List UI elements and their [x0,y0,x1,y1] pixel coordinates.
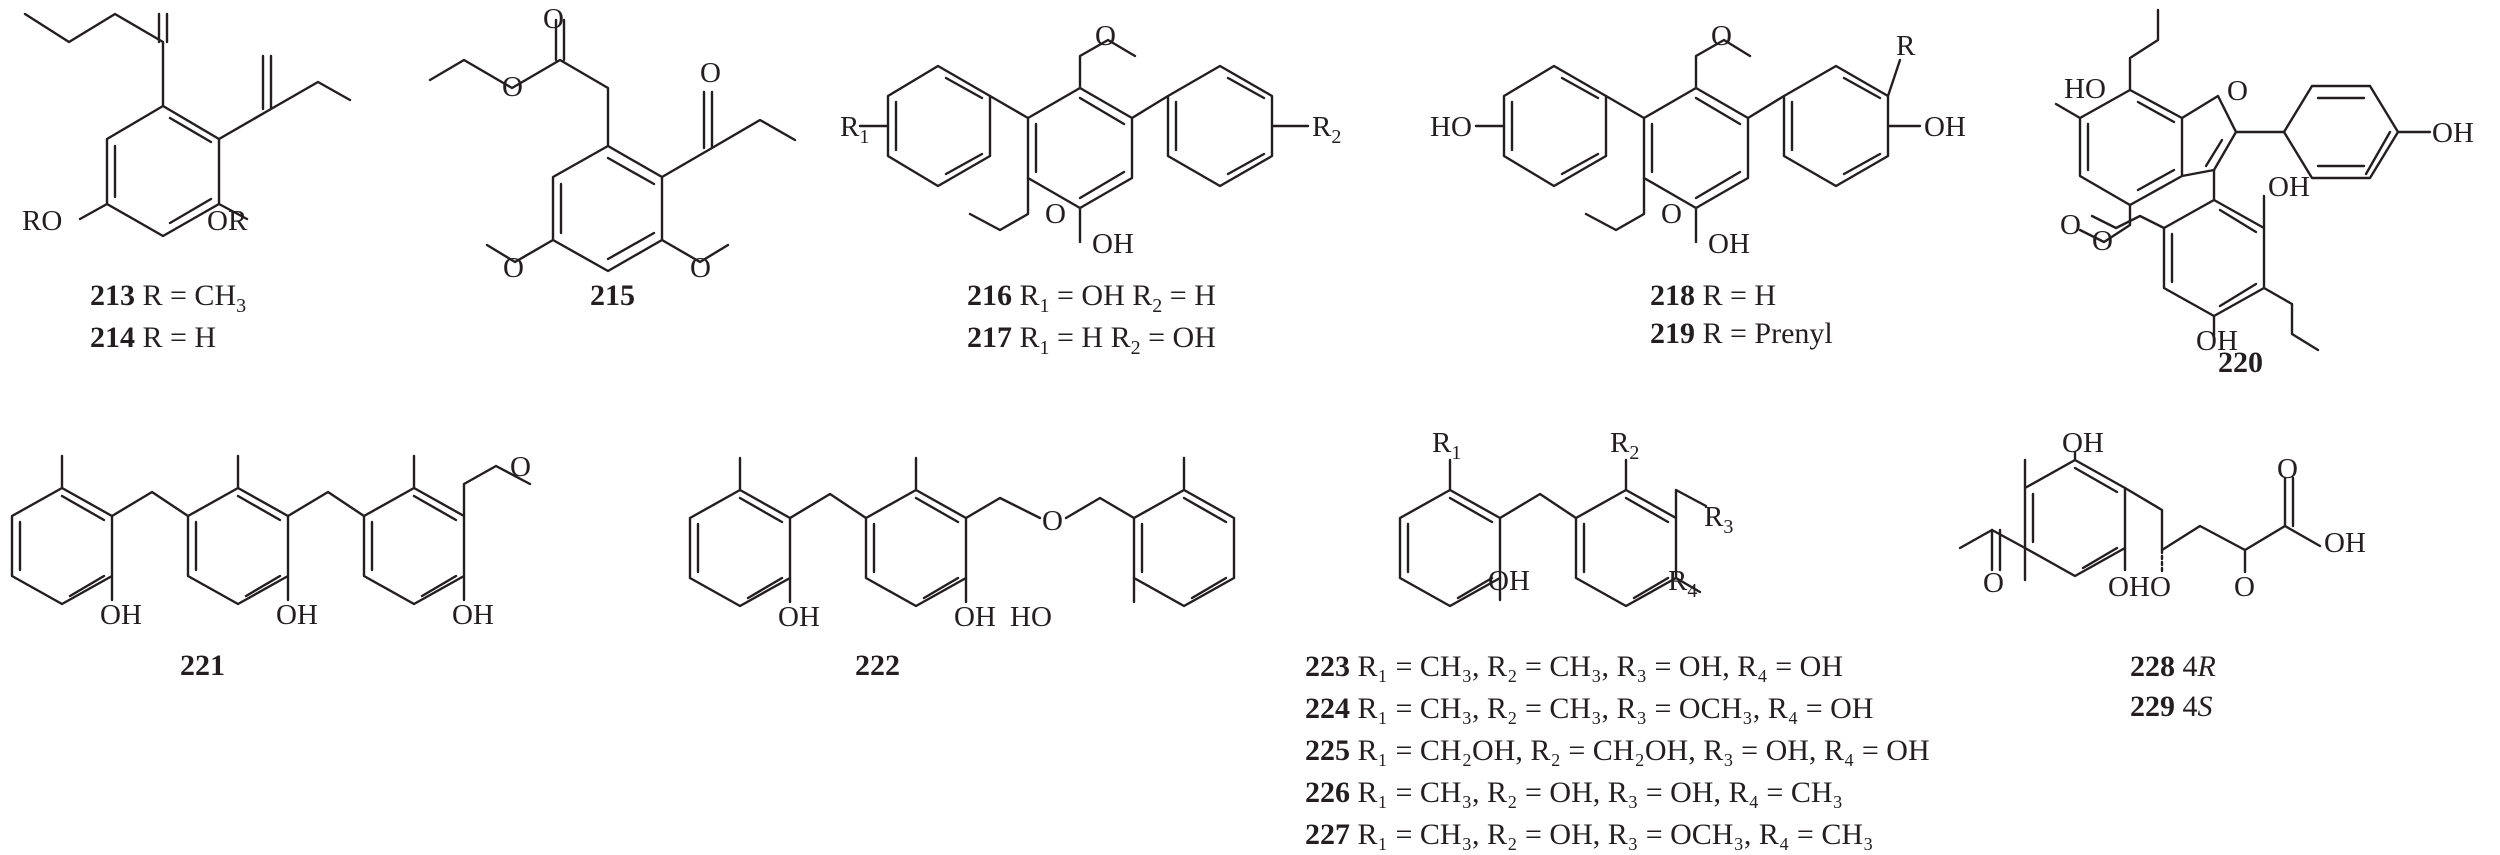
o-221: O [510,451,531,483]
o-carbonyl-215: O [543,3,564,35]
caption-219: 219 R = Prenyl [1650,317,1833,350]
caption-215: 215 [590,279,635,312]
caption-229: 229 4S [2130,690,2213,723]
caption-214: 214 R = H [90,321,216,354]
caption-228: 228 4R [2130,650,2216,683]
structure-222 [688,456,1236,608]
structure-218-219 [1474,38,1922,244]
o-carbonyl-228: O [2277,453,2298,485]
caption-216: 216 R1 = OH R2 = H [967,279,1216,317]
o-methoxy-b-228: O [2234,571,2255,603]
structure-223-227 [1398,458,1708,608]
r3-223: R3 [1704,501,1733,538]
structure-228-229 [1958,450,2322,582]
structure-216-217 [858,38,1310,244]
o-methoxy-top-216: O [1095,20,1116,52]
r4-223: R4 [1668,565,1697,602]
o-ester-215: O [502,71,523,103]
ho-220: HO [2064,73,2106,105]
ho-218: HO [1430,111,1472,143]
oh-221-c: OH [452,599,494,631]
o-ether-222: O [1042,505,1063,537]
r1-223: R1 [1432,427,1461,464]
structure-215 [428,18,797,273]
oh-bottom-228: OH [2108,571,2150,603]
oh-middle-218: OH [1708,228,1750,260]
oh-right-218: OH [1924,111,1966,143]
caption-227: 227 R₁ = CH₃, R₂ = OH, R₃ = OCH₃, R₄ = C… [1305,818,1873,851]
caption-226: 226 R₁ = CH₃, R₂ = OH, R₃ = OH, R₄ = CH₃ [1305,776,1843,809]
oh-223: OH [1488,565,1530,597]
r2-216: R2 [1312,111,1341,148]
r-218: R [1896,30,1916,62]
structure-221 [10,454,532,606]
caption-224: 224 R₁ = CH₃, R₂ = CH₃, R₃ = OCH₃, R₄ = … [1305,692,1873,725]
o-methoxy-a-228: O [2150,571,2171,603]
o-furan-220: O [2227,75,2248,107]
o-methoxy-upper-220: O [2092,225,2113,257]
o-methoxy-bottom-216: O [1045,198,1066,230]
caption-218: 218 R = H [1650,279,1776,312]
oh-acid-228: OH [2324,527,2366,559]
caption-223: 223 R₁ = CH₃, R₂ = CH₃, R₃ = OH, R₄ = OH [1305,650,1843,683]
caption-221: 221 [180,649,225,682]
oh-222-a: OH [778,601,820,633]
structure-220 [2054,8,2432,352]
oh-216: OH [1092,228,1134,260]
oh-upper-220: OH [2268,171,2310,203]
substituent-or: OR [207,205,248,237]
o-methoxy-right-215: O [690,252,711,284]
oh-lower-220: OH [2196,325,2238,357]
caption-222: 222 [855,649,900,682]
oh-222-b: OH [954,601,996,633]
oh-phenol-220: OH [2432,117,2474,149]
oh-top-228: OH [2062,427,2104,459]
caption-220: 220 [2218,346,2263,379]
caption-217: 217 R1 = H R2 = OH [967,321,1216,359]
ho-222: HO [1010,601,1052,633]
o-methoxy-top-218: O [1711,20,1732,52]
r1-216: R1 [840,111,869,148]
caption-225: 225 R₁ = CH₂OH, R₂ = CH₂OH, R₃ = OH, R₄ … [1305,734,1930,767]
o-methoxy-bottom-218: O [1661,198,1682,230]
o-acetyl-228: O [1983,567,2004,599]
substituent-ro: RO [22,205,62,237]
o-ketone-215: O [700,57,721,89]
o-methoxy-left-215: O [503,252,524,284]
caption-213: 213 R = CH3 [90,279,246,317]
oh-221-a: OH [100,599,142,631]
structure-213-214 [23,12,352,238]
oh-221-b: OH [276,599,318,631]
o-methoxy-lower-220: O [2060,209,2081,241]
r2-223: R2 [1610,427,1639,464]
